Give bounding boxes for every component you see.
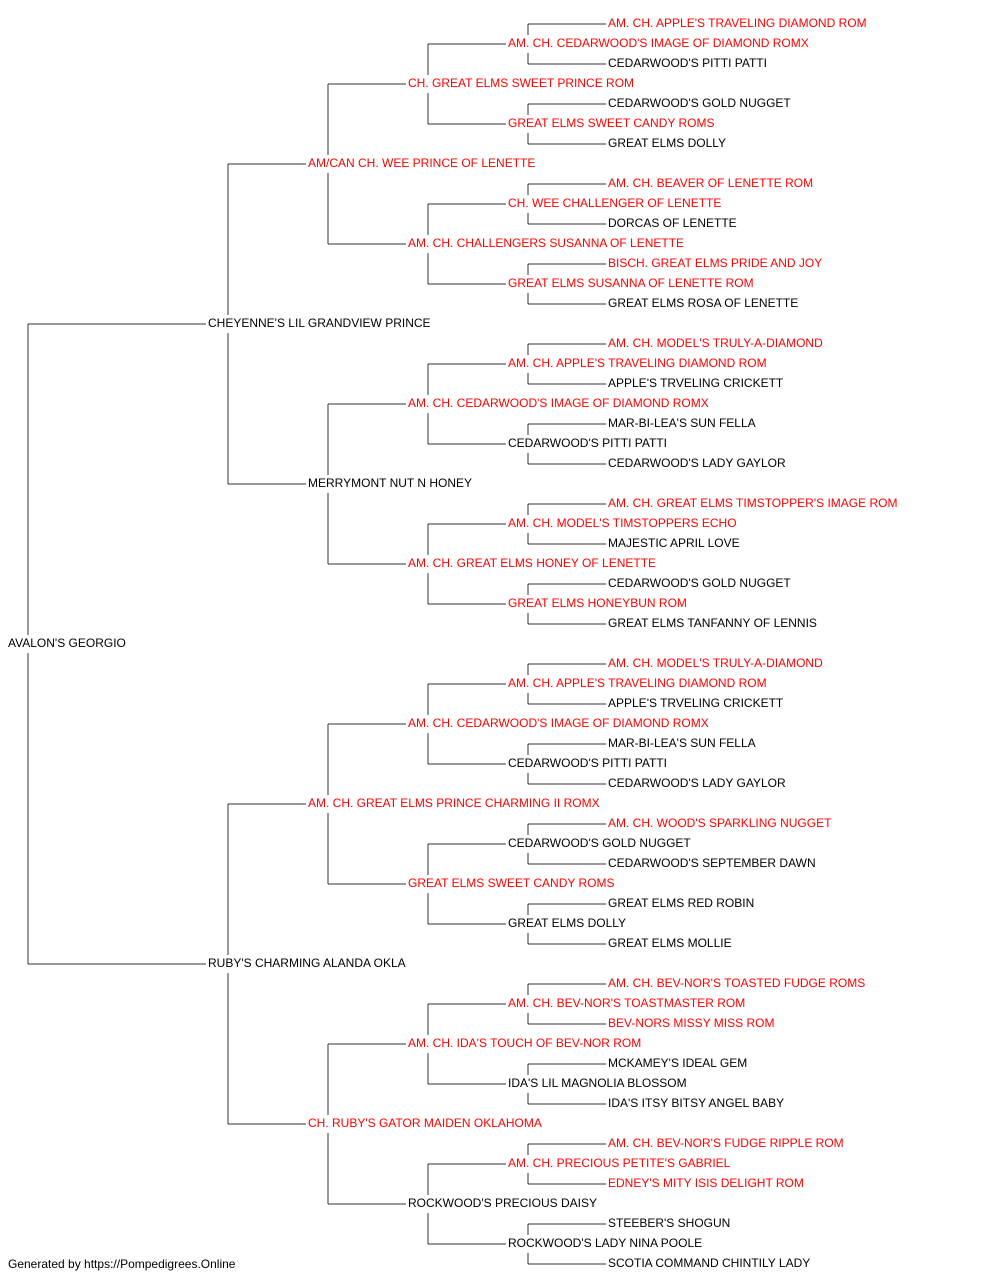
- sire-name: AM. CH. CEDARWOOD'S IMAGE OF DIAMOND ROM…: [508, 36, 809, 50]
- generated-by-footer: Generated by https://Pompedigrees.Online: [8, 1257, 236, 1271]
- dam-name: CH. RUBY'S GATOR MAIDEN OKLAHOMA: [308, 1116, 542, 1130]
- sire-name: AM. CH. IDA'S TOUCH OF BEV-NOR ROM: [408, 1036, 641, 1050]
- dam-name: CEDARWOOD'S LADY GAYLOR: [608, 456, 786, 470]
- dam-name: GREAT ELMS TANFANNY OF LENNIS: [608, 616, 817, 630]
- dam-name: GREAT ELMS DOLLY: [508, 916, 626, 930]
- dam-name: AM. CH. GREAT ELMS HONEY OF LENETTE: [408, 556, 656, 570]
- sire-name: AM/CAN CH. WEE PRINCE OF LENETTE: [308, 156, 535, 170]
- dam-name: CEDARWOOD'S PITTI PATTI: [508, 756, 667, 770]
- sire-name: MAR-BI-LEA'S SUN FELLA: [608, 736, 756, 750]
- dam-name: GREAT ELMS MOLLIE: [608, 936, 732, 950]
- sire-name: GREAT ELMS RED ROBIN: [608, 896, 754, 910]
- sire-name: AM. CH. BEV-NOR'S TOASTMASTER ROM: [508, 996, 745, 1010]
- sire-name: STEEBER'S SHOGUN: [608, 1216, 730, 1230]
- sire-name: AM. CH. CEDARWOOD'S IMAGE OF DIAMOND ROM…: [408, 716, 709, 730]
- dam-name: APPLE'S TRVELING CRICKETT: [608, 376, 784, 390]
- sire-name: CEDARWOOD'S GOLD NUGGET: [608, 96, 791, 110]
- sire-name: AM. CH. MODEL'S TIMSTOPPERS ECHO: [508, 516, 737, 530]
- dam-name: MERRYMONT NUT N HONEY: [308, 476, 472, 490]
- dam-name: MAJESTIC APRIL LOVE: [608, 536, 740, 550]
- sire-name: AM. CH. BEV-NOR'S FUDGE RIPPLE ROM: [608, 1136, 844, 1150]
- dam-name: CEDARWOOD'S PITTI PATTI: [608, 56, 767, 70]
- sire-name: MCKAMEY'S IDEAL GEM: [608, 1056, 747, 1070]
- sire-name: AM. CH. MODEL'S TRULY-A-DIAMOND: [608, 656, 823, 670]
- sire-name: CEDARWOOD'S GOLD NUGGET: [508, 836, 691, 850]
- sire-name: AM. CH. CEDARWOOD'S IMAGE OF DIAMOND ROM…: [408, 396, 709, 410]
- dam-name: GREAT ELMS ROSA OF LENETTE: [608, 296, 798, 310]
- sire-name: AM. CH. GREAT ELMS TIMSTOPPER'S IMAGE RO…: [608, 496, 897, 510]
- sire-name: CEDARWOOD'S GOLD NUGGET: [608, 576, 791, 590]
- sire-name: BISCH. GREAT ELMS PRIDE AND JOY: [608, 256, 822, 270]
- dam-name: RUBY'S CHARMING ALANDA OKLA: [208, 956, 406, 970]
- dam-name: GREAT ELMS DOLLY: [608, 136, 726, 150]
- dam-name: CEDARWOOD'S PITTI PATTI: [508, 436, 667, 450]
- sire-name: CHEYENNE'S LIL GRANDVIEW PRINCE: [208, 316, 431, 330]
- sire-name: MAR-BI-LEA'S SUN FELLA: [608, 416, 756, 430]
- sire-name: AM. CH. GREAT ELMS PRINCE CHARMING II RO…: [308, 796, 600, 810]
- sire-name: CH. WEE CHALLENGER OF LENETTE: [508, 196, 721, 210]
- sire-name: AM. CH. BEAVER OF LENETTE ROM: [608, 176, 813, 190]
- sire-name: AM. CH. BEV-NOR'S TOASTED FUDGE ROMS: [608, 976, 865, 990]
- dam-name: ROCKWOOD'S LADY NINA POOLE: [508, 1236, 702, 1250]
- dam-name: GREAT ELMS SWEET CANDY ROMS: [508, 116, 714, 130]
- dam-name: ROCKWOOD'S PRECIOUS DAISY: [408, 1196, 597, 1210]
- sire-name: AM. CH. MODEL'S TRULY-A-DIAMOND: [608, 336, 823, 350]
- sire-name: AM. CH. APPLE'S TRAVELING DIAMOND ROM: [508, 356, 767, 370]
- dam-name: GREAT ELMS SWEET CANDY ROMS: [408, 876, 614, 890]
- sire-name: AM. CH. WOOD'S SPARKLING NUGGET: [608, 816, 832, 830]
- dam-name: GREAT ELMS SUSANNA OF LENETTE ROM: [508, 276, 754, 290]
- dam-name: APPLE'S TRVELING CRICKETT: [608, 696, 784, 710]
- sire-name: AM. CH. APPLE'S TRAVELING DIAMOND ROM: [508, 676, 767, 690]
- dam-name: BEV-NORS MISSY MISS ROM: [608, 1016, 774, 1030]
- dam-name: IDA'S LIL MAGNOLIA BLOSSOM: [508, 1076, 687, 1090]
- sire-name: CH. GREAT ELMS SWEET PRINCE ROM: [408, 76, 634, 90]
- dam-name: SCOTIA COMMAND CHINTILY LADY: [608, 1256, 810, 1270]
- dam-name: AM. CH. CHALLENGERS SUSANNA OF LENETTE: [408, 236, 684, 250]
- sire-name: AM. CH. PRECIOUS PETITE'S GABRIEL: [508, 1156, 731, 1170]
- sire-name: AM. CH. APPLE'S TRAVELING DIAMOND ROM: [608, 16, 867, 30]
- dam-name: CEDARWOOD'S LADY GAYLOR: [608, 776, 786, 790]
- subject-dog-name: AVALON'S GEORGIO: [8, 636, 126, 650]
- dam-name: EDNEY'S MITY ISIS DELIGHT ROM: [608, 1176, 804, 1190]
- dam-name: GREAT ELMS HONEYBUN ROM: [508, 596, 687, 610]
- dam-name: DORCAS OF LENETTE: [608, 216, 737, 230]
- dam-name: CEDARWOOD'S SEPTEMBER DAWN: [608, 856, 816, 870]
- dam-name: IDA'S ITSY BITSY ANGEL BABY: [608, 1096, 784, 1110]
